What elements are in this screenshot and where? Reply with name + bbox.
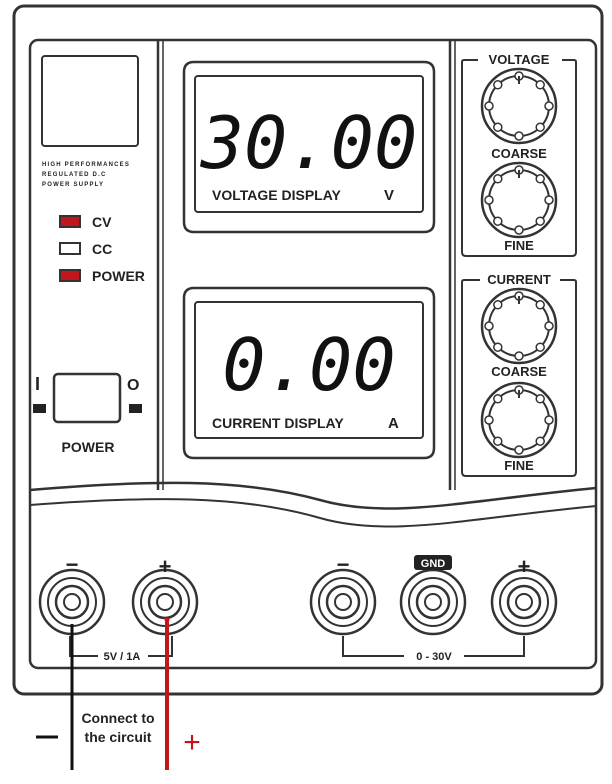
- switch-off-marker-icon: [129, 404, 142, 413]
- knob-grip: [484, 101, 494, 111]
- ground-label: GND: [421, 558, 446, 570]
- current-display-label: CURRENT DISPLAY: [212, 415, 344, 431]
- indicator-cc: CC: [59, 241, 112, 257]
- voltage-display-label: VOLTAGE DISPLAY: [212, 187, 342, 203]
- knob-grip: [514, 225, 524, 235]
- current-unit: A: [388, 415, 399, 432]
- main-plus-label: +: [518, 554, 531, 579]
- current-display: 0.00 CURRENT DISPLAY A: [182, 286, 436, 460]
- ground-terminal[interactable]: [399, 568, 467, 636]
- knob-grip: [544, 101, 554, 111]
- voltage-coarse-label: COARSE: [491, 146, 547, 161]
- cc-led-icon: [59, 242, 81, 255]
- voltage-fine-label: FINE: [504, 238, 534, 253]
- knob-grip: [535, 216, 545, 226]
- terminal-hole: [156, 593, 174, 611]
- current-reading: 0.00: [222, 323, 395, 407]
- power-switch[interactable]: I O POWER: [33, 372, 142, 455]
- knob-grip: [535, 80, 545, 90]
- cv-led-icon: [59, 215, 81, 228]
- power-indicator-label: POWER: [92, 268, 145, 284]
- brand-line-3: POWER SUPPLY: [42, 182, 104, 188]
- terminal-hole: [424, 593, 442, 611]
- annotation-line-2: the circuit: [85, 729, 152, 745]
- knob-grip: [484, 415, 494, 425]
- main-plus-terminal[interactable]: [490, 568, 558, 636]
- voltage-display-screen: [194, 75, 424, 213]
- knob-grip: [535, 394, 545, 404]
- current-group-bracket: [461, 279, 577, 477]
- current-knob-group: CURRENT COARSE FINE: [461, 272, 577, 477]
- knob-grip: [535, 436, 545, 446]
- knob-grip: [484, 321, 494, 331]
- voltage-group-title: VOLTAGE: [489, 52, 550, 67]
- knob-grip: [493, 394, 503, 404]
- voltage-group-bracket: [461, 59, 577, 257]
- current-fine-label: FINE: [504, 458, 534, 473]
- red-wire-tip-icon: [164, 618, 170, 628]
- current-coarse-knob[interactable]: [480, 287, 558, 365]
- knob-grip: [493, 300, 503, 310]
- logo-box: [41, 55, 139, 147]
- knob-grip: [544, 321, 554, 331]
- current-display-screen: [194, 301, 424, 439]
- knob-grip: [535, 122, 545, 132]
- main-minus-terminal[interactable]: [309, 568, 377, 636]
- indicator-cv: CV: [59, 214, 112, 230]
- current-coarse-label: COARSE: [491, 364, 547, 379]
- voltage-display: 30.00 VOLTAGE DISPLAY V: [182, 60, 436, 234]
- knob-grip: [514, 351, 524, 361]
- knob-grip: [544, 415, 554, 425]
- voltage-knob-group: VOLTAGE COARSE FINE: [461, 52, 577, 257]
- terminal-hole: [515, 593, 533, 611]
- aux-rating-label: 5V / 1A: [104, 651, 141, 663]
- aux-plus-label: +: [159, 554, 172, 579]
- main-minus-label: −: [337, 552, 350, 577]
- aux-rating-bg: [98, 648, 148, 662]
- knob-grip: [535, 342, 545, 352]
- wave-separator-bottom: [29, 498, 597, 528]
- annotation-line-1: Connect to: [81, 710, 154, 726]
- knob-grip: [484, 195, 494, 205]
- voltage-unit: V: [384, 187, 394, 204]
- brand-line-2: REGULATED D.C: [42, 172, 107, 178]
- cc-label: CC: [92, 241, 112, 257]
- wave-separator-top: [29, 481, 597, 510]
- switch-on-marker-icon: [33, 404, 46, 413]
- ground-badge: [414, 555, 452, 570]
- knob-grip: [493, 216, 503, 226]
- cv-label: CV: [92, 214, 112, 230]
- power-off-symbol: O: [127, 377, 139, 394]
- knob-grip: [535, 174, 545, 184]
- voltage-reading: 30.00: [200, 101, 418, 185]
- power-led-icon: [59, 269, 81, 282]
- knob-grip: [493, 174, 503, 184]
- knob-grip: [535, 300, 545, 310]
- main-range-bg: [404, 648, 464, 662]
- knob-grip: [493, 342, 503, 352]
- power-switch-label: POWER: [62, 439, 115, 455]
- knob-grip: [514, 445, 524, 455]
- indicator-power: POWER: [59, 268, 145, 284]
- voltage-fine-knob[interactable]: [480, 161, 558, 239]
- knob-grip: [493, 122, 503, 132]
- power-on-symbol: I: [35, 374, 40, 394]
- knob-grip: [493, 436, 503, 446]
- knob-grip: [544, 195, 554, 205]
- knob-grip: [514, 131, 524, 141]
- aux-plus-terminal[interactable]: [131, 568, 199, 636]
- power-switch-rocker[interactable]: [52, 372, 122, 424]
- current-group-title: CURRENT: [487, 272, 551, 287]
- knob-grip: [493, 80, 503, 90]
- aux-minus-terminal[interactable]: [38, 568, 106, 636]
- brand-line-1: HIGH PERFORMANCES: [42, 162, 130, 168]
- aux-minus-label: −: [66, 552, 79, 577]
- annotation-plus: +: [183, 726, 201, 759]
- voltage-coarse-knob[interactable]: [480, 67, 558, 145]
- current-fine-knob[interactable]: [480, 381, 558, 459]
- terminal-hole: [334, 593, 352, 611]
- main-range-label: 0 - 30V: [416, 651, 452, 663]
- terminal-hole: [63, 593, 81, 611]
